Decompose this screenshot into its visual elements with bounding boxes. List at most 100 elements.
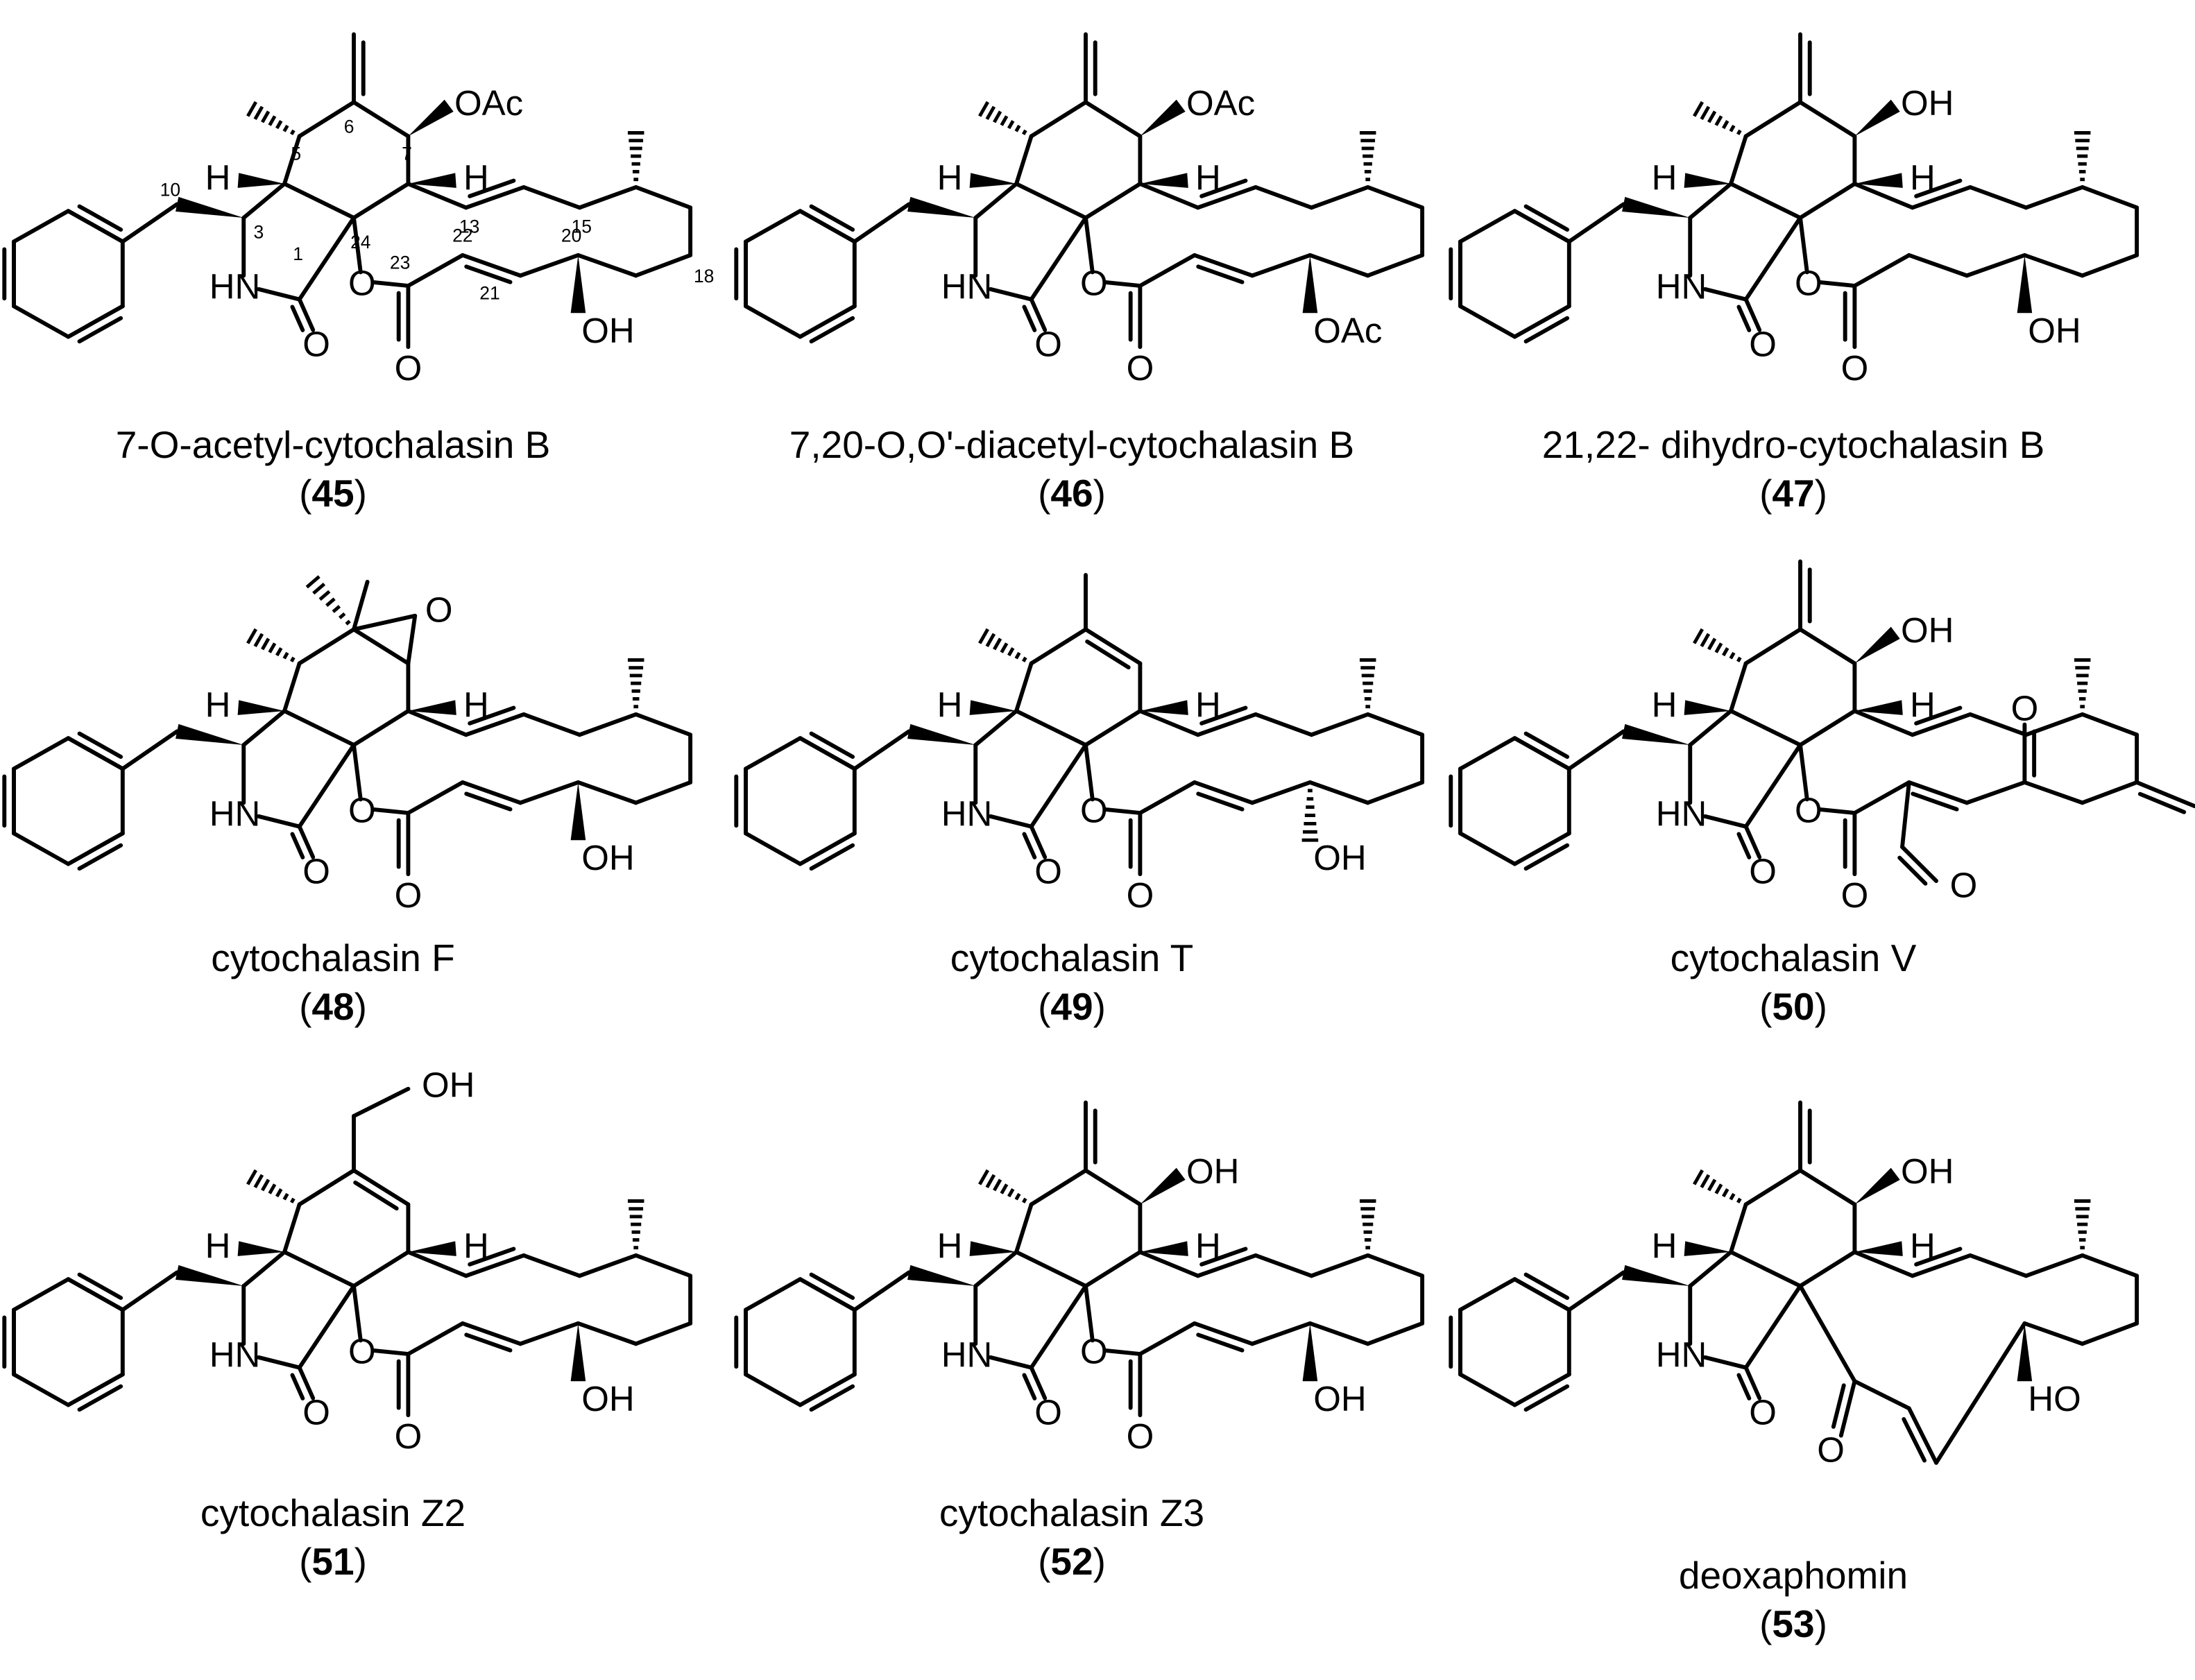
c20-substituent-label: OH bbox=[581, 1379, 634, 1418]
ester-o-label: O bbox=[1795, 790, 1822, 830]
compound-number-51: (51) bbox=[299, 1540, 367, 1583]
compound-name-52: cytochalasin Z3 bbox=[939, 1491, 1204, 1534]
ester-carbonyl-o-label: O bbox=[395, 1416, 422, 1456]
lactam-o-label: O bbox=[1034, 325, 1062, 364]
locant-22: 22 bbox=[452, 225, 472, 246]
compound-name-46: 7,20-O,O'-diacetyl-cytochalasin B bbox=[789, 423, 1354, 466]
h-atom-c4: H bbox=[205, 158, 231, 198]
h-atom-c4: H bbox=[1652, 685, 1677, 725]
lactam-o-label: O bbox=[1034, 852, 1062, 891]
c20-substituent-label: OH bbox=[581, 838, 634, 877]
c20-substituent-label: OAc bbox=[1313, 311, 1382, 350]
nh-label: HN bbox=[210, 794, 261, 833]
locant-18: 18 bbox=[694, 266, 714, 286]
locant-5: 5 bbox=[291, 144, 301, 164]
c7-substituent-label: OAc bbox=[454, 83, 523, 123]
nh-label: HN bbox=[941, 1335, 993, 1374]
locant-24: 24 bbox=[350, 232, 370, 252]
hydroxymethyl-oh-label: OH bbox=[422, 1065, 475, 1104]
c7-substituent-label: OH bbox=[1901, 610, 1954, 650]
compound-number-50: (50) bbox=[1759, 985, 1827, 1028]
compound-name-45: 7-O-acetyl-cytochalasin B bbox=[116, 423, 551, 466]
compound-number-47: (47) bbox=[1759, 472, 1827, 515]
locant-6: 6 bbox=[344, 117, 355, 137]
ester-o-label: O bbox=[348, 263, 376, 302]
locant-21: 21 bbox=[479, 283, 499, 304]
ester-o-label: O bbox=[1080, 790, 1108, 830]
compound-number-45: (45) bbox=[299, 472, 367, 515]
epoxide-o-label: O bbox=[425, 590, 453, 629]
lactam-o-label: O bbox=[1749, 325, 1777, 364]
ketone-o-label: O bbox=[1817, 1430, 1845, 1470]
locant-7: 7 bbox=[402, 144, 412, 164]
h-atom-c4: H bbox=[1652, 158, 1677, 198]
h-atom-c4: H bbox=[1652, 1226, 1677, 1266]
compound-name-49: cytochalasin T bbox=[950, 936, 1194, 979]
compound-name-51: cytochalasin Z2 bbox=[200, 1491, 466, 1534]
c20-keto-o-label: O bbox=[2011, 688, 2039, 728]
ester-o-label: O bbox=[348, 1331, 376, 1371]
c20-substituent-label: OH bbox=[1313, 1379, 1366, 1418]
ester-carbonyl-o-label: O bbox=[1127, 875, 1154, 915]
locant-3: 3 bbox=[253, 221, 264, 242]
compound-name-53: deoxaphomin bbox=[1679, 1554, 1908, 1597]
ester-o-label: O bbox=[348, 790, 376, 830]
ester-o-label: O bbox=[1080, 263, 1108, 302]
locant-20: 20 bbox=[561, 225, 581, 246]
nh-label: HN bbox=[1656, 266, 1707, 306]
c20-substituent-label: OH bbox=[581, 311, 634, 350]
lactam-o-label: O bbox=[302, 1393, 330, 1432]
ester-o-label: O bbox=[1795, 263, 1822, 302]
lactam-o-label: O bbox=[302, 325, 330, 364]
nh-label: HN bbox=[941, 266, 993, 306]
ester-carbonyl-o-label: O bbox=[395, 875, 422, 915]
locant-1: 1 bbox=[293, 243, 303, 264]
nh-label: HN bbox=[210, 1335, 261, 1374]
nh-label: HN bbox=[210, 266, 261, 306]
nh-label: HN bbox=[1656, 1335, 1707, 1374]
compound-number-52: (52) bbox=[1038, 1540, 1106, 1583]
h-atom-c4: H bbox=[205, 1226, 231, 1266]
ester-carbonyl-o-label: O bbox=[1841, 348, 1869, 388]
h-atom-c4: H bbox=[205, 685, 231, 725]
ester-carbonyl-o-label: O bbox=[395, 348, 422, 388]
c20-substituent-label: OH bbox=[1313, 838, 1366, 877]
lactam-o-label: O bbox=[1034, 1393, 1062, 1432]
locant-23: 23 bbox=[390, 252, 410, 273]
ester-o-label: O bbox=[1080, 1331, 1108, 1371]
compound-name-47: 21,22- dihydro-cytochalasin B bbox=[1542, 423, 2045, 466]
h-atom-c4: H bbox=[937, 685, 963, 725]
lactam-o-label: O bbox=[302, 852, 330, 891]
locant-10: 10 bbox=[160, 180, 180, 200]
nh-label: HN bbox=[1656, 794, 1707, 833]
c7-substituent-label: OH bbox=[1186, 1151, 1239, 1191]
ester-carbonyl-o-label: O bbox=[1127, 1416, 1154, 1456]
ester-carbonyl-o-label: O bbox=[1841, 875, 1869, 915]
h-atom-c4: H bbox=[937, 158, 963, 198]
compound-number-46: (46) bbox=[1038, 472, 1106, 515]
h-atom-c4: H bbox=[937, 1226, 963, 1266]
c20-substituent-label: OH bbox=[2028, 311, 2081, 350]
compound-number-48: (48) bbox=[299, 985, 367, 1028]
lactam-o-label: O bbox=[1749, 852, 1777, 891]
aldehyde-o-label: O bbox=[1950, 865, 1978, 905]
locant-15: 15 bbox=[572, 216, 592, 237]
c7-substituent-label: OH bbox=[1901, 83, 1954, 123]
structure-50: HHOHHNOOOOOO bbox=[1449, 559, 2195, 915]
c20-substituent-label: HO bbox=[2028, 1379, 2081, 1418]
ester-carbonyl-o-label: O bbox=[1127, 348, 1154, 388]
compound-name-48: cytochalasin F bbox=[211, 936, 455, 979]
c7-substituent-label: OH bbox=[1901, 1151, 1954, 1191]
c7-substituent-label: OAc bbox=[1186, 83, 1255, 123]
compound-number-49: (49) bbox=[1038, 985, 1106, 1028]
compound-number-53: (53) bbox=[1759, 1602, 1827, 1645]
